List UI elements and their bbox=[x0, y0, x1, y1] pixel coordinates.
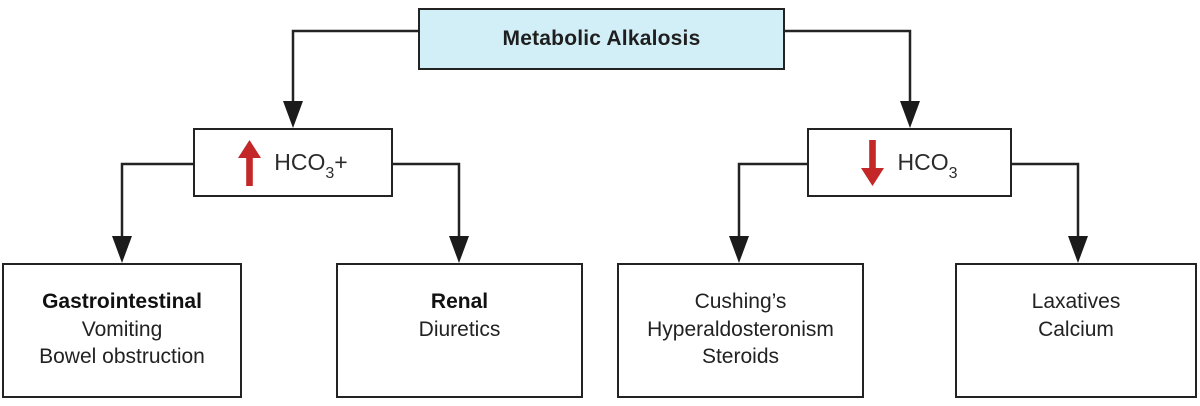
connector-right-branch-to-cushings bbox=[737, 162, 807, 237]
formula-subscript: 3 bbox=[325, 164, 335, 182]
arrowhead-to-cushings bbox=[729, 236, 749, 263]
leaf-title: Renal bbox=[430, 290, 489, 313]
root-node-metabolic-alkalosis: Metabolic Alkalosis bbox=[418, 8, 785, 70]
arrowhead-root-to-left-branch bbox=[283, 101, 303, 128]
root-node-label: Metabolic Alkalosis bbox=[502, 27, 701, 50]
leaf-line: Bowel obstruction bbox=[39, 345, 205, 368]
leaf-line: Calcium bbox=[1038, 317, 1114, 341]
connector-right-branch-to-laxatives bbox=[1012, 162, 1080, 237]
hco3-plus-label: HCO3+ bbox=[274, 149, 348, 181]
decrease-arrow-icon bbox=[861, 139, 885, 186]
leaf-line: Cushing’s bbox=[694, 290, 787, 313]
connector-left-branch-to-gastrointestinal bbox=[120, 162, 193, 237]
connector-root-to-right-branch bbox=[785, 29, 912, 102]
leaf-line: Steroids bbox=[701, 345, 780, 368]
branch-node-increased-hco3: HCO3+ bbox=[193, 128, 393, 197]
leaf-node-gastrointestinal: Gastrointestinal Vomiting Bowel obstruct… bbox=[2, 263, 242, 398]
leaf-line: Vomiting bbox=[81, 317, 163, 341]
formula-suffix: + bbox=[334, 149, 348, 175]
formula-subscript: 3 bbox=[948, 164, 958, 182]
leaf-node-laxatives: Laxatives Calcium bbox=[955, 263, 1197, 398]
leaf-node-cushings: Cushing’s Hyperaldosteronism Steroids bbox=[617, 263, 864, 398]
leaf-node-renal: Renal Diuretics bbox=[336, 263, 583, 398]
leaf-line: Hyperaldosteronism bbox=[647, 317, 834, 341]
branch-node-decreased-hco3: HCO3 bbox=[807, 128, 1012, 197]
leaf-line: Laxatives bbox=[1031, 290, 1121, 313]
formula-prefix: HCO bbox=[274, 149, 326, 175]
arrowhead-to-gastrointestinal bbox=[112, 236, 132, 263]
hco3-label: HCO3 bbox=[897, 149, 957, 181]
increase-arrow-icon bbox=[238, 139, 262, 186]
arrowhead-to-renal bbox=[449, 236, 469, 263]
leaf-line: Diuretics bbox=[418, 317, 501, 341]
formula-prefix: HCO bbox=[897, 149, 949, 175]
arrowhead-to-laxatives bbox=[1068, 236, 1088, 263]
connector-root-to-left-branch bbox=[291, 29, 418, 102]
leaf-title: Gastrointestinal bbox=[42, 290, 202, 313]
arrowhead-root-to-right-branch bbox=[900, 101, 920, 128]
connector-left-branch-to-renal bbox=[393, 162, 461, 237]
